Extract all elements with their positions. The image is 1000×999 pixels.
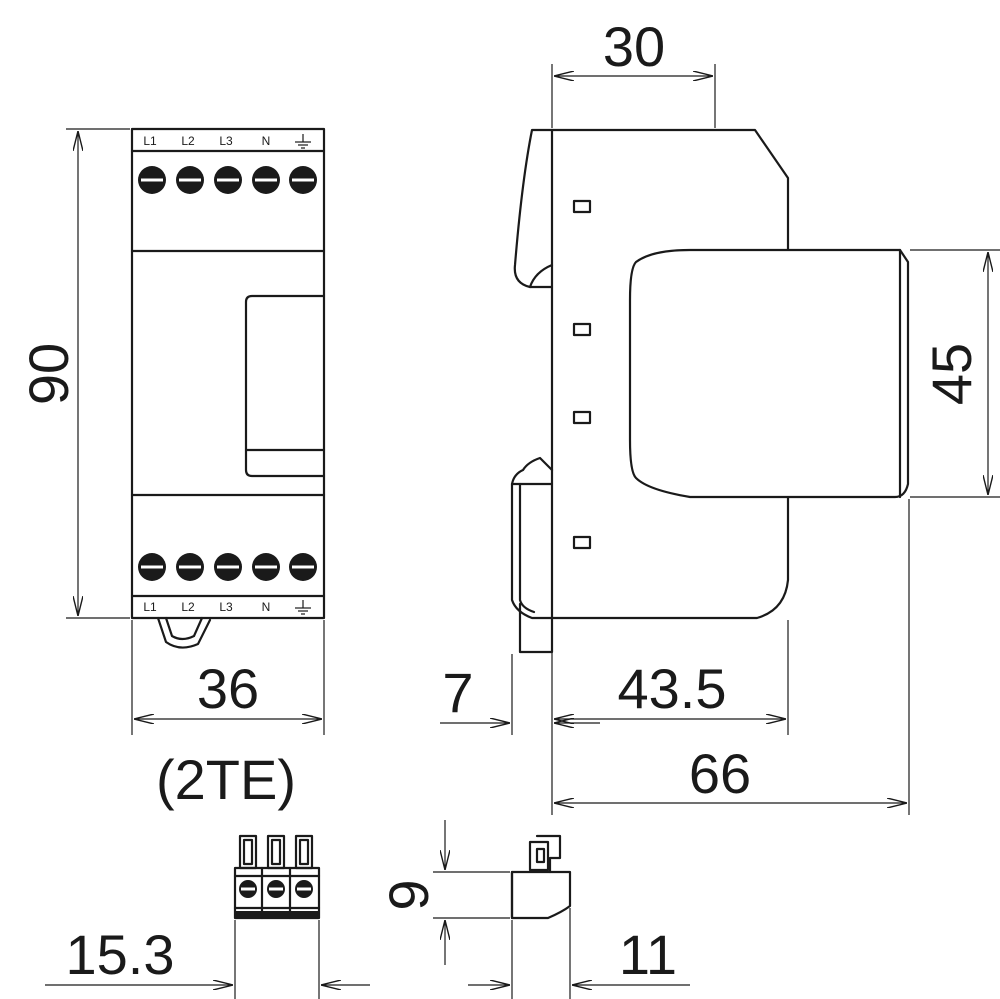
screw-icon <box>252 553 280 581</box>
side-view <box>510 128 910 654</box>
side-marker <box>572 535 592 550</box>
plug-side-view <box>510 834 572 920</box>
screw-icon <box>176 553 204 581</box>
dimension-plug-depth: 11 <box>468 908 690 999</box>
dimension-top-depth-label: 30 <box>603 15 665 78</box>
screw-icon <box>138 553 166 581</box>
screw-icon <box>239 880 257 898</box>
terminal-label-top: L1 <box>143 134 157 148</box>
dimension-front-depth: 43.5 <box>554 620 789 735</box>
screw-icon <box>176 166 204 194</box>
dimension-rail-offset: 7 <box>440 620 600 815</box>
dimension-width-units: (2TE) <box>156 748 296 811</box>
front-view: L1 L2 L3 N L1 L2 L3 N <box>130 127 326 649</box>
terminal-label-bottom: L1 <box>143 600 157 614</box>
dimension-total-depth-label: 66 <box>689 742 751 805</box>
terminal-screws-top <box>138 166 317 194</box>
screw-icon <box>214 553 242 581</box>
dimension-plug-height: 9 <box>377 820 510 965</box>
dimension-plug-width: 15.3 <box>45 920 370 999</box>
screw-icon <box>295 880 313 898</box>
dimension-plug-height-label: 9 <box>377 879 440 910</box>
status-window <box>244 294 326 478</box>
earth-ground-icon <box>295 134 311 149</box>
dimension-plug-width-label: 15.3 <box>66 923 175 986</box>
earth-ground-icon <box>295 600 311 615</box>
screw-icon <box>267 880 285 898</box>
terminal-label-top: L3 <box>219 134 233 148</box>
dimension-front-height-label: 45 <box>920 343 983 405</box>
terminal-label-bottom: L2 <box>181 600 195 614</box>
screw-icon <box>214 166 242 194</box>
dimension-height: 90 <box>17 128 130 619</box>
dimension-rail-offset-label: 7 <box>442 661 473 724</box>
screw-icon <box>252 166 280 194</box>
dimension-plug-depth-label: 11 <box>619 923 677 986</box>
dimension-width: 36 (2TE) <box>131 620 325 811</box>
rail-clip <box>156 616 212 649</box>
side-marker <box>572 410 592 425</box>
screw-icon <box>138 166 166 194</box>
terminal-label-bottom: N <box>262 600 271 614</box>
dimension-front-depth-label: 43.5 <box>618 657 727 720</box>
plug-front-view <box>233 834 321 920</box>
dimension-top-depth: 30 <box>551 15 716 128</box>
terminal-label-top: L2 <box>181 134 195 148</box>
module-front-face <box>628 248 910 499</box>
screw-icon <box>289 166 317 194</box>
terminal-screws-bottom <box>138 553 317 581</box>
side-marker <box>572 322 592 337</box>
terminal-label-top: N <box>262 134 271 148</box>
terminal-label-bottom: L3 <box>219 600 233 614</box>
dimension-height-label: 90 <box>17 343 80 405</box>
screw-icon <box>289 553 317 581</box>
dimension-front-height: 45 <box>910 249 1000 498</box>
side-marker <box>572 199 592 214</box>
dimension-total-depth: 66 <box>554 499 910 815</box>
dimension-width-label: 36 <box>197 657 259 720</box>
